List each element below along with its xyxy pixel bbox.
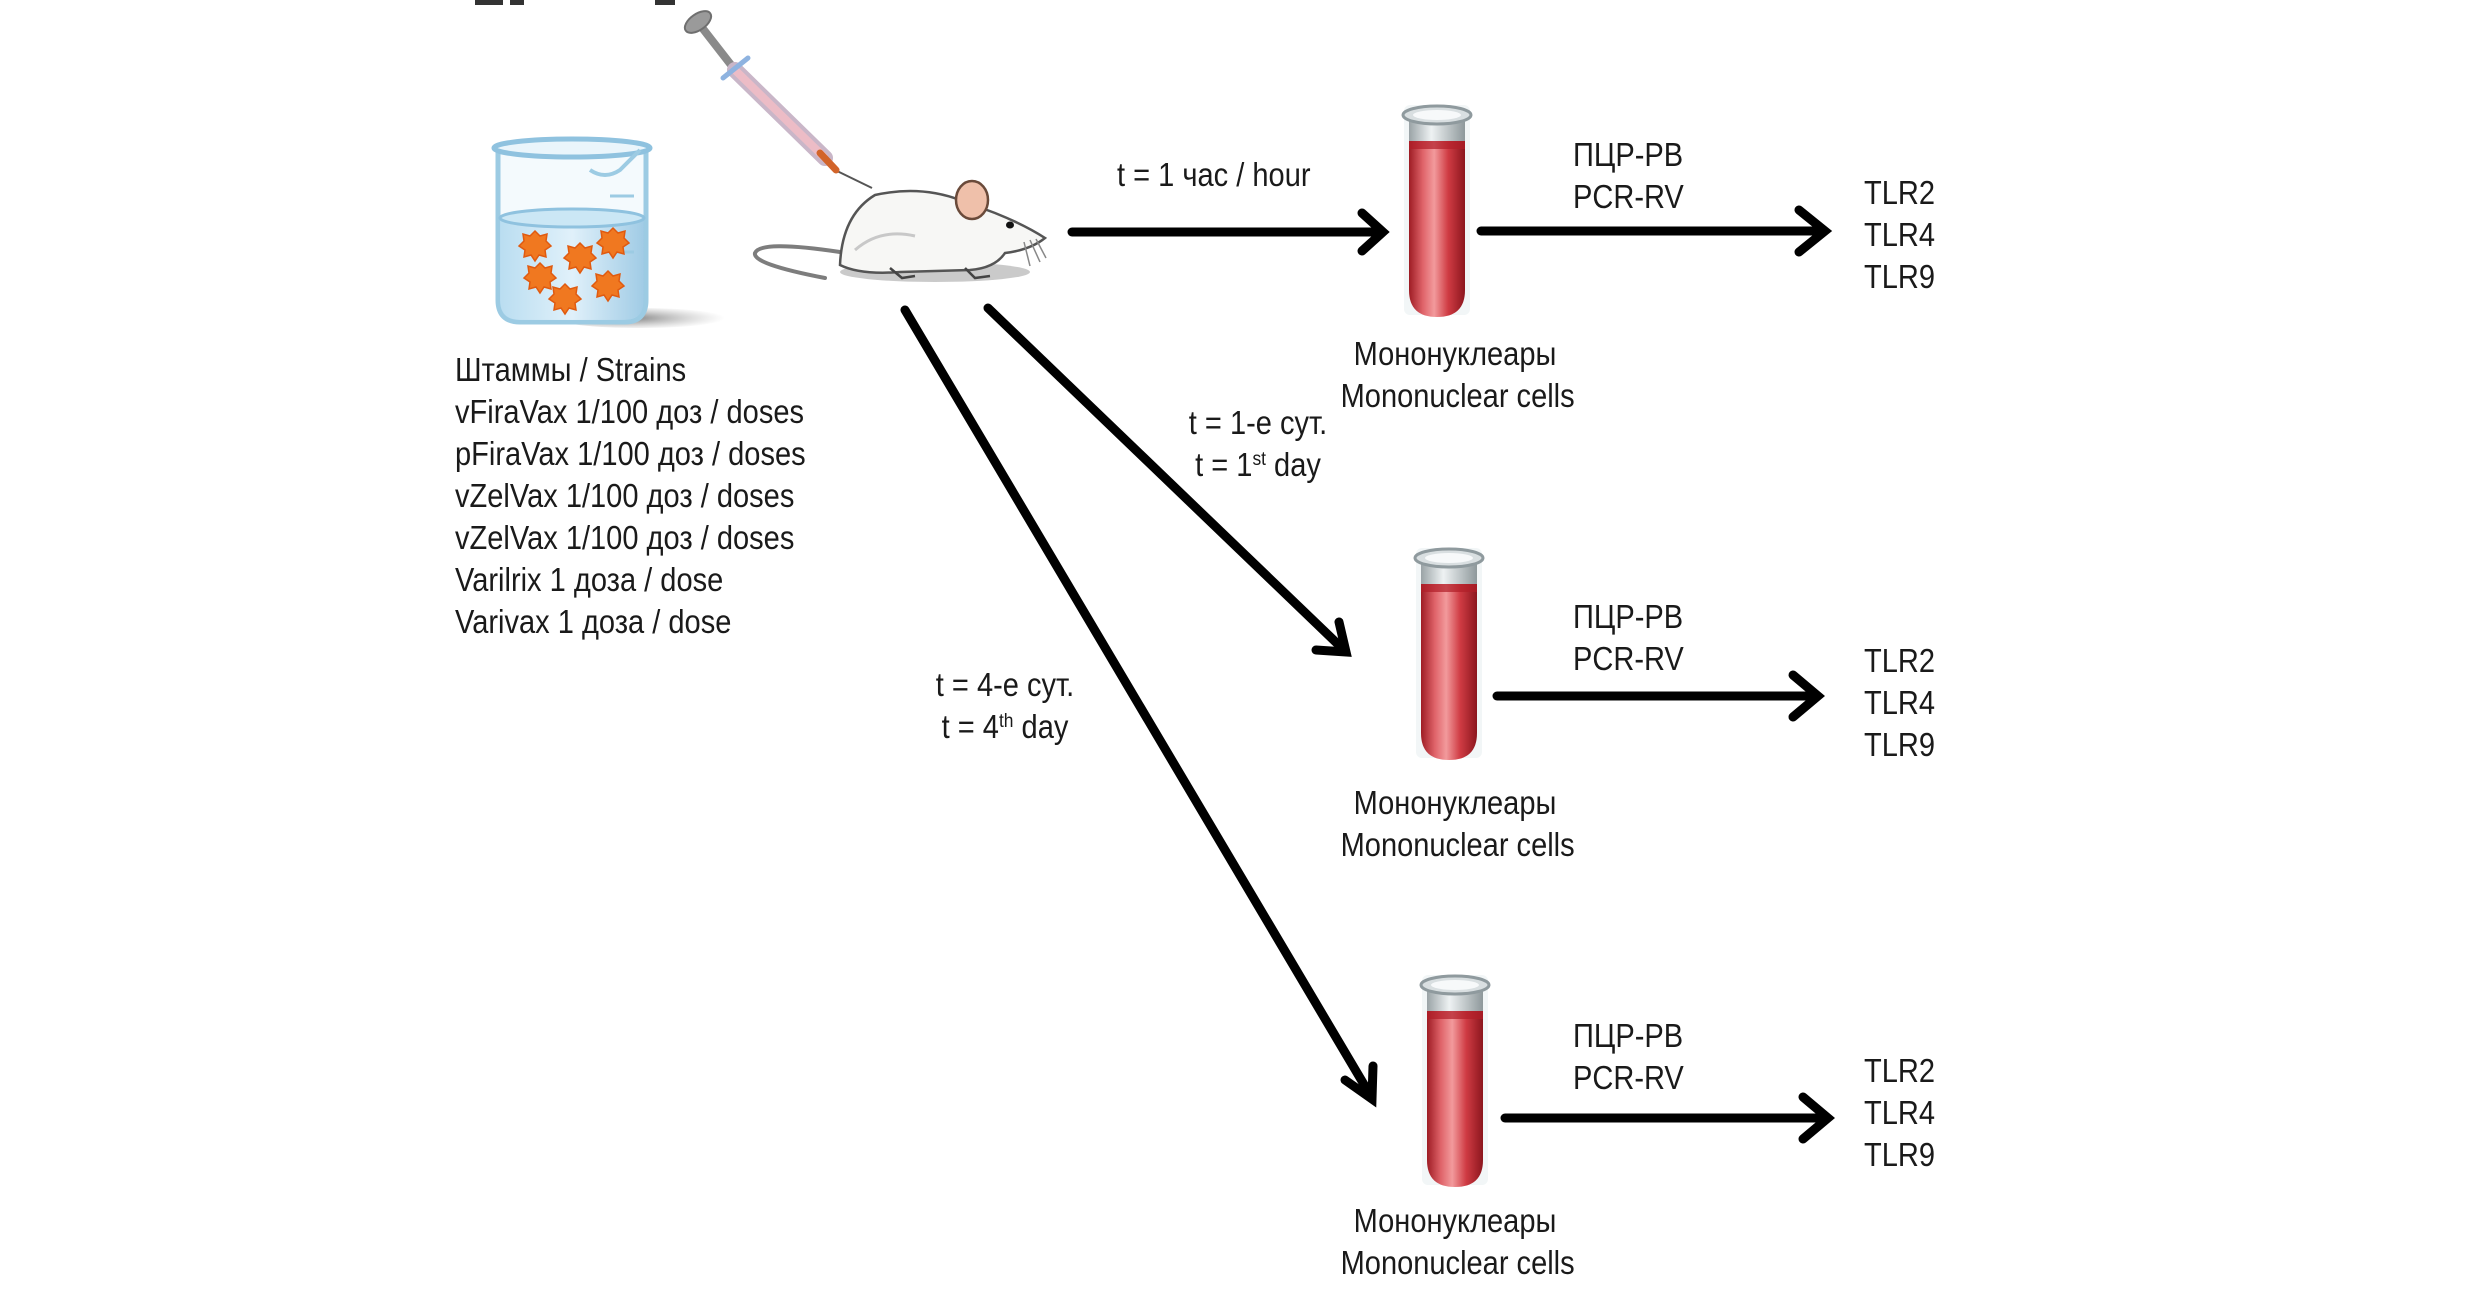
target-item: TLR9 [1864,726,1936,763]
arrow-pcr-1 [1476,205,1833,257]
method-label: ПЦР-РВ PCR-RV [1573,136,1684,215]
strain-particle-icon [596,227,630,259]
timepoint-label-1d: t = 1-е сут. t = 1st day [1188,404,1328,483]
syringe-icon [683,10,873,189]
strain-item: Varilrix 1 доза / dose [455,561,724,598]
method-label: ПЦР-РВ PCR-RV [1573,598,1684,677]
beaker-icon [491,136,725,328]
strain-particle-icon [591,270,625,302]
method-label: ПЦР-РВ PCR-RV [1573,1017,1684,1096]
target-item: TLR4 [1864,684,1936,721]
blood-tube-icon [1401,103,1473,319]
blood-tube-icon [1413,546,1485,762]
strain-item: vFiraVax 1/100 доз / doses [455,393,805,430]
target-item: TLR9 [1864,258,1936,295]
target-item: TLR4 [1864,216,1936,253]
target-item: TLR2 [1864,1052,1936,1089]
arrow-pcr-3 [1500,1092,1835,1144]
targets-list: TLR2 TLR4 TLR9 [1864,1050,1935,1176]
target-item: TLR2 [1864,642,1936,679]
arrow-pcr-2 [1492,670,1825,722]
clipped-top-text-fragment [475,0,675,5]
arrow-mouse-to-tube-3 [900,305,1378,1108]
arrow-mouse-to-tube-2 [983,303,1352,657]
target-item: TLR9 [1864,1136,1936,1173]
sample-label: Мононуклеары Mononuclear cells [1340,335,1575,414]
target-item: TLR2 [1864,174,1936,211]
strain-particle-icon [518,230,552,262]
arrow-mouse-to-tube-1 [1067,208,1390,256]
timepoint-label-1h: t = 1 час / hour [1117,156,1311,193]
strain-particle-icon [523,262,557,294]
timepoint-label-4d: t = 4-е сут. t = 4th day [935,666,1075,745]
strain-item: Varivax 1 доза / dose [455,603,732,640]
strains-heading: Штаммы / Strains [455,351,687,388]
blood-tube-icon [1419,973,1491,1189]
sample-label: Мононуклеары Mononuclear cells [1340,1202,1575,1281]
strain-item: vZelVax 1/100 доз / doses [455,519,795,556]
strain-particle-icon [563,242,597,274]
strain-particle-icon [548,283,582,315]
targets-list: TLR2 TLR4 TLR9 [1864,172,1935,298]
strain-item: pFiraVax 1/100 доз / doses [455,435,806,472]
targets-list: TLR2 TLR4 TLR9 [1864,640,1935,766]
target-item: TLR4 [1864,1094,1936,1131]
strains-list: Штаммы / Strains vFiraVax 1/100 доз / do… [455,349,806,643]
strain-item: vZelVax 1/100 доз / doses [455,477,795,514]
mouse-icon [752,179,1048,282]
sample-label: Мононуклеары Mononuclear cells [1340,784,1575,863]
